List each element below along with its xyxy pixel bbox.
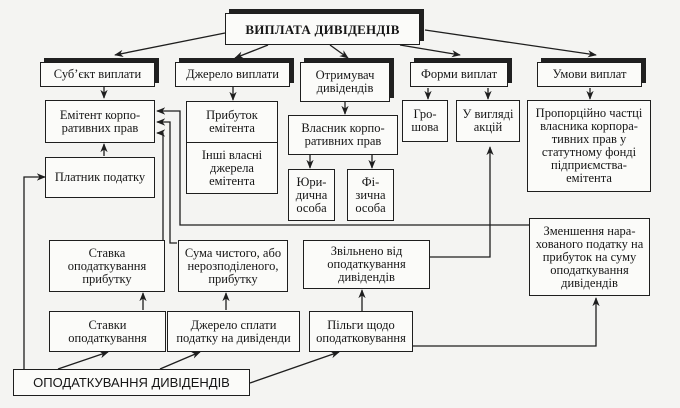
arrow-loop-middle <box>156 118 177 244</box>
arrow-bottom-source <box>159 351 201 370</box>
node-issuer: Емітент корпо- ративних прав <box>45 100 155 143</box>
node-shares: У вигляді акцій <box>456 100 520 142</box>
node-tax-reduction: Зменшення нара- хованого податку на приб… <box>529 218 650 296</box>
arrow-exempt-shares <box>430 146 494 258</box>
bottom-title-box: ОПОДАТКУВАННЯ ДИВІДЕНДІВ <box>13 369 250 396</box>
arrow-title-subject <box>114 32 226 57</box>
arrow-benefits-reduction <box>413 297 600 347</box>
node-proportional: Пропорційно частці власника корпора- тив… <box>527 100 651 192</box>
node-tax-rates: Ставки оподаткування <box>49 311 166 352</box>
main-title-box: ВИПЛАТА ДИВІДЕНДІВ <box>225 13 420 45</box>
main-title: ВИПЛАТА ДИВІДЕНДІВ <box>245 21 400 37</box>
arrow-title-recipient <box>329 44 349 59</box>
node-cash: Гро- шова <box>402 100 448 142</box>
bottom-title: ОПОДАТКУВАННЯ ДИВІДЕНДІВ <box>33 375 230 390</box>
arrow-title-conditions <box>424 29 597 58</box>
category-subject: Суб’єкт виплати <box>40 62 155 87</box>
arrow-bottom-taxpayer <box>23 173 46 370</box>
category-forms: Форми виплат <box>410 62 508 87</box>
category-conditions: Умови виплат <box>537 62 642 87</box>
arrow-title-forms <box>399 44 461 58</box>
node-other-sources: Інші власні джерела емітента <box>186 142 278 194</box>
node-profit: Прибуток емітента <box>186 101 278 143</box>
node-benefits: Пільги щодо оподатковування <box>309 311 413 352</box>
arrow-bottom-rates <box>57 351 109 370</box>
node-natural-person: Фі- зична особа <box>347 169 394 221</box>
node-profit-tax-rate: Ставка оподаткування прибутку <box>49 240 165 292</box>
node-taxpayer: Платник податку <box>45 157 155 198</box>
arrow-bottom-benefits <box>249 351 340 384</box>
category-source: Джерело виплати <box>175 62 290 87</box>
node-net-profit-sum: Сума чистого, або нерозподіленого, прибу… <box>178 240 288 292</box>
arrow-title-source <box>234 44 269 59</box>
category-recipient: Отримувач дивідендів <box>300 62 390 102</box>
node-owner: Власник корпо- ративних прав <box>288 115 398 155</box>
node-legal-person: Юри- дична особа <box>288 169 335 221</box>
node-tax-source: Джерело сплати податку на дивіденди <box>167 311 300 352</box>
node-exempt: Звільнено від оподаткування дивідендів <box>303 240 430 289</box>
arrow-loop-inner <box>156 129 166 242</box>
